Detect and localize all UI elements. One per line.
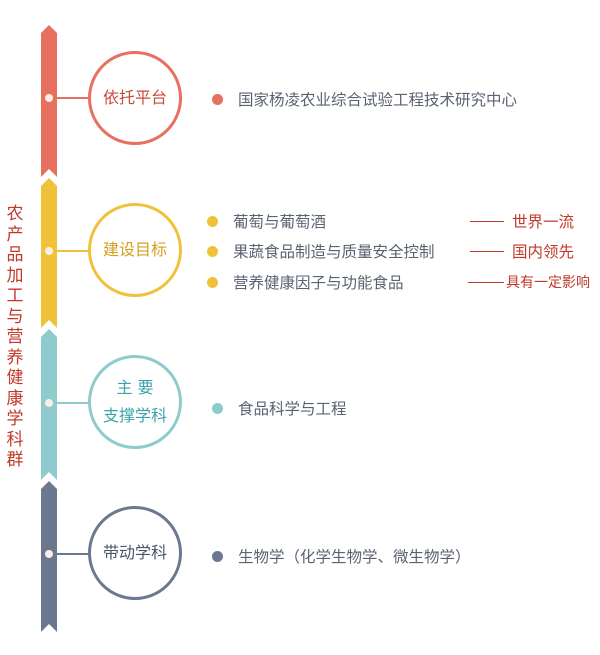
bullet-icon [207, 215, 218, 227]
rank-label: 世界一流 [470, 210, 574, 232]
section-circle-goals: 建设目标 [88, 203, 182, 297]
dash-line [470, 220, 504, 222]
bullet-icon [207, 276, 218, 288]
list-item: 葡萄与葡萄酒 [207, 210, 326, 232]
bullet-icon [212, 93, 223, 105]
connector [53, 97, 90, 99]
item-text: 果蔬食品制造与质量安全控制 [233, 243, 435, 261]
connector [53, 402, 90, 404]
item-text: 营养健康因子与功能食品 [233, 274, 404, 292]
item-text: 葡萄与葡萄酒 [233, 213, 327, 231]
list-item: 生物学（化学生物学、微生物学） [212, 545, 471, 567]
item-text: 食品科学与工程 [238, 400, 347, 418]
rank-text: 国内领先 [512, 243, 575, 261]
timeline-dot [45, 550, 53, 558]
bullet-icon [207, 245, 218, 257]
item-text: 生物学（化学生物学、微生物学） [238, 548, 471, 566]
rank-text: 世界一流 [512, 213, 575, 231]
section-label: 建设目标 [102, 240, 167, 259]
timeline-dot [45, 399, 53, 407]
section-circle-disciplines: 主 要 支撑学科 [88, 355, 182, 449]
list-item: 果蔬食品制造与质量安全控制 [207, 240, 435, 262]
section-circle-driven: 带动学科 [88, 506, 182, 600]
section-label: 依托平台 [102, 88, 167, 107]
section-label-line2: 支撑学科 [102, 406, 167, 425]
dash-line [468, 281, 504, 283]
dash-line [470, 250, 504, 252]
list-item: 营养健康因子与功能食品 [207, 271, 404, 293]
bullet-icon [212, 402, 223, 414]
timeline-dot [45, 94, 53, 102]
section-label: 带动学科 [102, 543, 167, 562]
rank-label: 具有一定影响 [468, 272, 590, 292]
section-label-line1: 主 要 [116, 378, 154, 397]
list-item: 国家杨凌农业综合试验工程技术研究中心 [212, 88, 517, 110]
connector [53, 250, 90, 252]
rank-label: 国内领先 [470, 240, 574, 262]
item-text: 国家杨凌农业综合试验工程技术研究中心 [238, 91, 518, 109]
rank-text: 具有一定影响 [506, 275, 590, 291]
side-title: 农产品加工与营养健康学科群 [6, 204, 24, 470]
section-circle-platform: 依托平台 [88, 51, 182, 145]
timeline-dot [45, 247, 53, 255]
list-item: 食品科学与工程 [212, 397, 347, 419]
bullet-icon [212, 550, 223, 562]
connector [53, 553, 90, 555]
